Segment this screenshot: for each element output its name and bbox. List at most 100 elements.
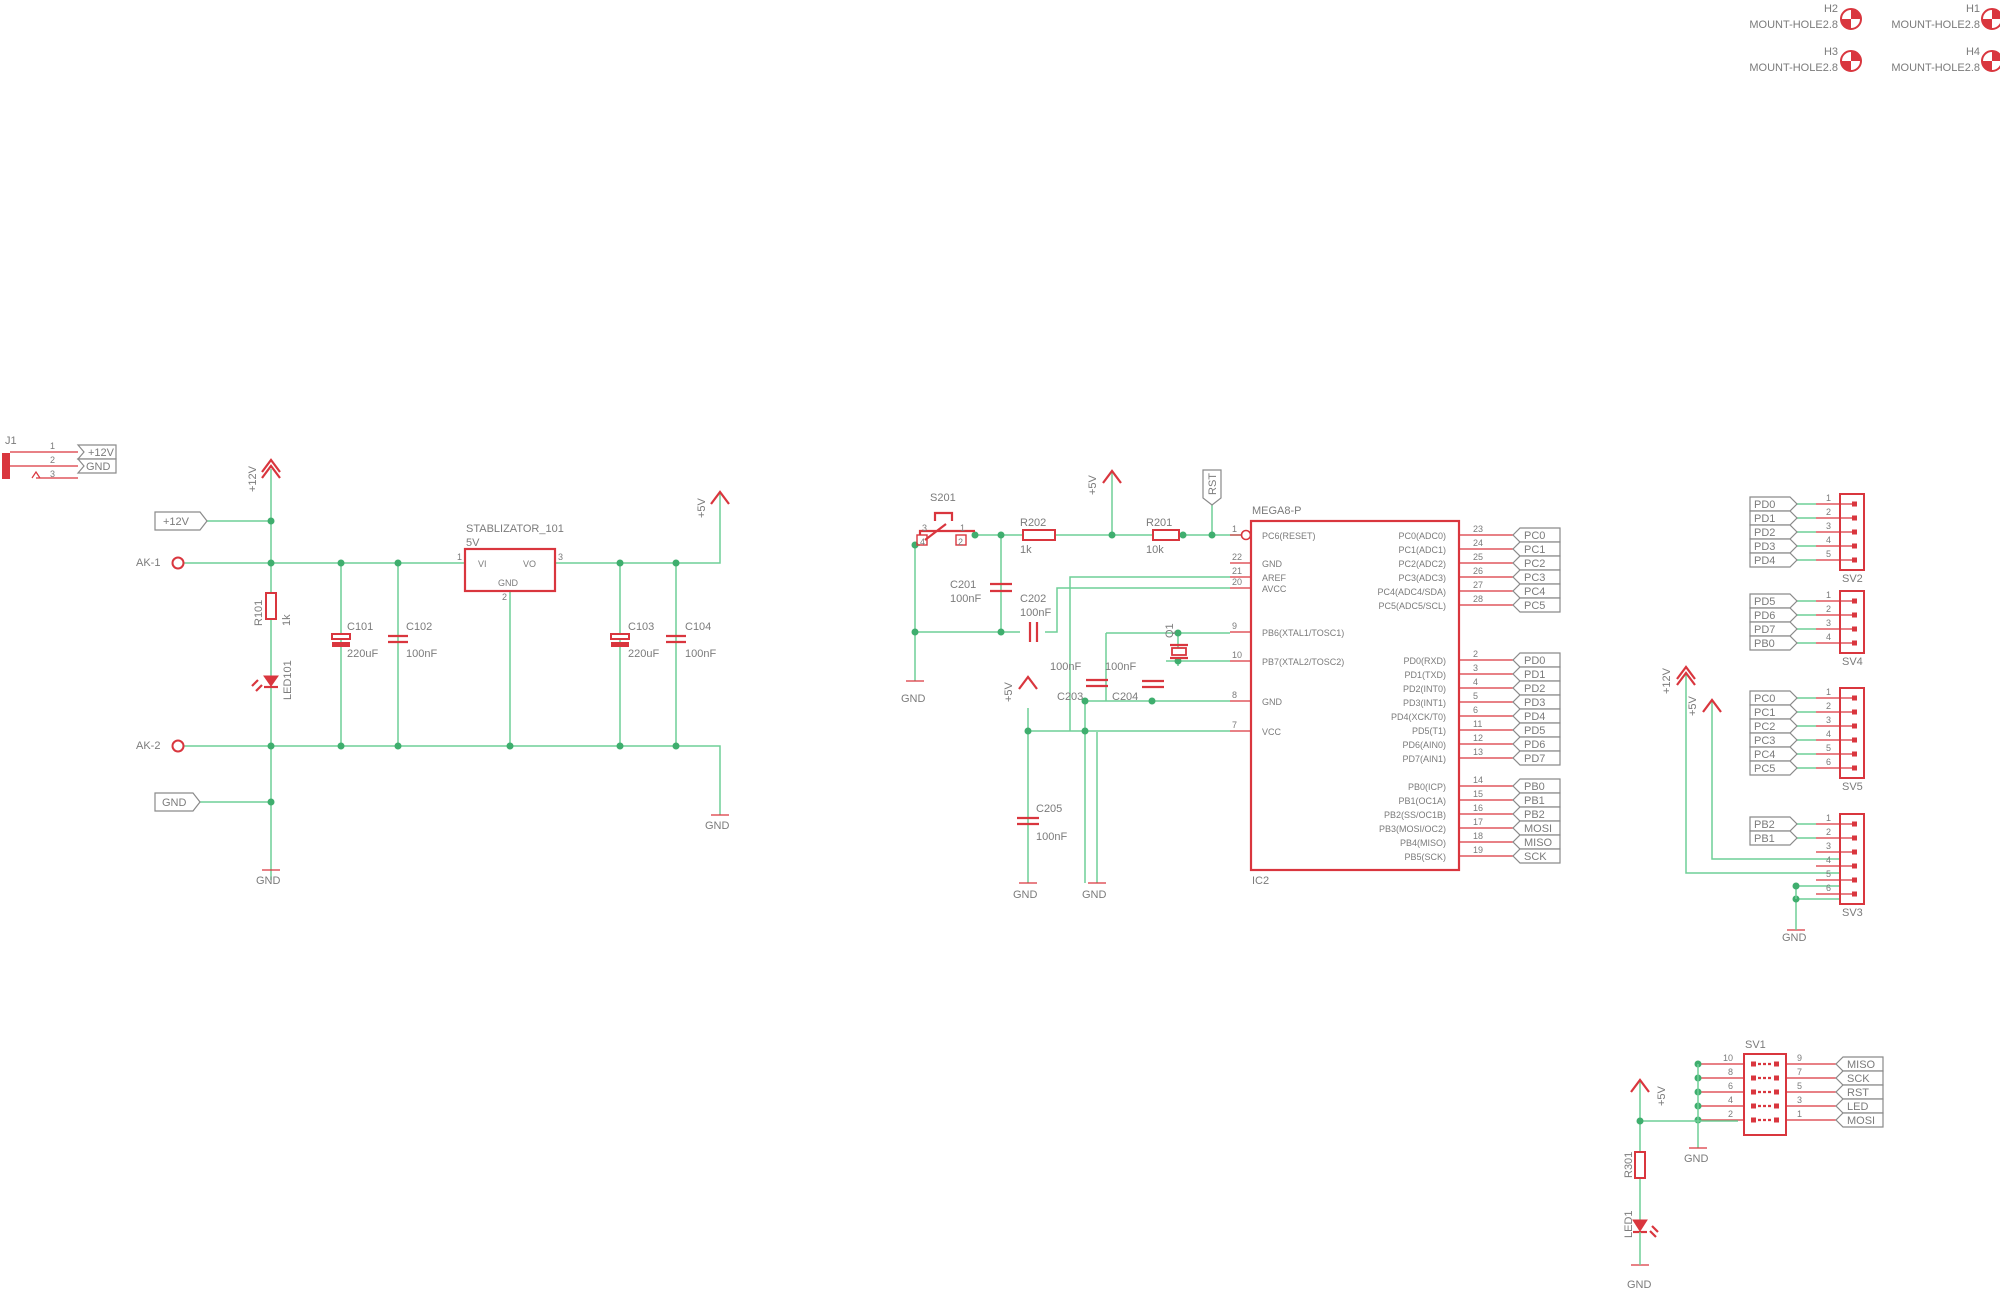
- header-pin-number: 4: [1826, 855, 1831, 865]
- ic2-pin-number: 5: [1473, 691, 1478, 701]
- net-label-text: PC1: [1524, 544, 1545, 556]
- s201-pin-number: 1: [960, 523, 965, 533]
- j1-pin-number: 3: [50, 469, 55, 479]
- net-label-pb1: [1749, 830, 1798, 846]
- ic2-pin-number: 13: [1473, 747, 1483, 757]
- mount-hole-value: MOUNT-HOLE2.8: [1749, 19, 1838, 31]
- ic2-pin-number: 23: [1473, 524, 1483, 534]
- net-label-text: PC2: [1524, 558, 1545, 570]
- r201-ref: R201: [1146, 517, 1172, 529]
- terminal-ak2: [171, 739, 185, 753]
- header-pin-number: 2: [1826, 604, 1831, 614]
- header-pin-number: 6: [1826, 757, 1831, 767]
- ic2-pin-name: PB2(SS/OC1B): [1384, 810, 1446, 820]
- c103-capacitor: C103 220uF: [610, 621, 659, 660]
- ic2-pin-name: PC0(ADC0): [1398, 531, 1446, 541]
- supply-label: +5V: [1087, 474, 1099, 495]
- net-label-text: PC1: [1754, 707, 1775, 719]
- ic2-pin-name: PC1(ADC1): [1398, 545, 1446, 555]
- c102-ref: C102: [406, 621, 432, 633]
- regulator-ref: STABLIZATOR_101: [466, 523, 564, 535]
- header-pin-number: 2: [1826, 507, 1831, 517]
- net-label-pd0: [1749, 496, 1798, 512]
- net-label-text: PB0: [1524, 781, 1545, 793]
- ic2-pin-name: PC4(ADC4/SDA): [1377, 587, 1446, 597]
- mount-hole-h1: H1 MOUNT-HOLE2.8: [1891, 3, 2000, 31]
- mount-hole-h4: H4 MOUNT-HOLE2.8: [1891, 46, 2000, 74]
- q1-crystal: Q1: [1164, 623, 1188, 660]
- net-label-pc1: [1749, 704, 1798, 720]
- regulator-pin-gnd: GND: [498, 578, 519, 588]
- header-pin-number: 4: [1826, 729, 1831, 739]
- net-label-text: PC0: [1754, 693, 1775, 705]
- ic2-pin-number: 25: [1473, 552, 1483, 562]
- supply-label: +5V: [1656, 1085, 1668, 1106]
- net-label-mosi: [1835, 1112, 1884, 1128]
- led101-ref: LED101: [282, 660, 294, 700]
- ic2-pin-name: GND: [1262, 559, 1283, 569]
- sv1-ref: SV1: [1745, 1039, 1766, 1051]
- net-label-text: MOSI: [1524, 823, 1552, 835]
- ic2-pin-number: 2: [1473, 649, 1478, 659]
- isp-pin-number: 5: [1797, 1081, 1802, 1091]
- net-label-text: PD3: [1524, 697, 1545, 709]
- supply-label: +5V: [1687, 695, 1699, 716]
- net-label-text: PB2: [1754, 819, 1775, 831]
- gnd-symbol-label: GND: [705, 820, 730, 832]
- net-label-pd3: [1749, 538, 1798, 554]
- header-pin-number: 4: [1826, 632, 1831, 642]
- isp-pin-number: 3: [1797, 1095, 1802, 1105]
- net-label-text: PD0: [1754, 499, 1775, 511]
- gnd-symbol-label: GND: [1782, 932, 1807, 944]
- ic2-mega8: MEGA8-P IC2 1PC6(RESET)22GND21AREF20AVCC…: [1230, 505, 1561, 887]
- net-label-text: PB0: [1754, 638, 1775, 650]
- net-label-text: PD7: [1524, 753, 1545, 765]
- net-label-text: LED: [1847, 1101, 1868, 1113]
- net-label-text: GND: [86, 461, 111, 473]
- net-label-text: PC3: [1524, 572, 1545, 584]
- gnd-symbol-label: GND: [256, 875, 281, 887]
- net-label-text: RST: [1847, 1087, 1869, 1099]
- ic2-pin-name: PD0(RXD): [1403, 656, 1446, 666]
- net-label-text: PD1: [1524, 669, 1545, 681]
- j1-pin-number: 1: [50, 441, 55, 451]
- ic2-body: [1249, 519, 1461, 872]
- net-label-text: MISO: [1524, 837, 1553, 849]
- ic2-pin-number: 14: [1473, 775, 1483, 785]
- net-label-text: PC4: [1754, 749, 1775, 761]
- net-label-text: RST: [1207, 473, 1219, 495]
- j1-ref: J1: [5, 435, 17, 447]
- r101-body: [265, 592, 277, 620]
- pin-headers: +12V +5V GND SV21PD02PD13PD24PD35PD4SV41…: [1661, 493, 1865, 944]
- c201-value: 100nF: [950, 593, 981, 605]
- header-pin-number: 4: [1826, 535, 1831, 545]
- ic2-pin-name: AREF: [1262, 573, 1287, 583]
- net-label-text: PB1: [1524, 795, 1545, 807]
- net-label-pd7: [1512, 750, 1561, 766]
- net-label-pc5: [1749, 760, 1798, 776]
- c204-ref: C204: [1112, 691, 1138, 703]
- net-label-gnd: [154, 792, 201, 812]
- ic2-pin-name: PD7(AIN1): [1402, 754, 1446, 764]
- j1-body: [2, 453, 10, 479]
- isp-pin-number: 10: [1723, 1053, 1733, 1063]
- ic2-pin-number: 15: [1473, 789, 1483, 799]
- gnd-symbol-label: GND: [1627, 1279, 1652, 1291]
- supply-5v-symbol: +5V: [696, 490, 730, 518]
- net-label-pd6: [1749, 607, 1798, 623]
- s201-switch: S201 3 1 4 2: [916, 492, 975, 547]
- c205-ref: C205: [1036, 803, 1062, 815]
- header-pin-number: 1: [1826, 493, 1831, 503]
- net-label-text: +12V: [163, 516, 190, 528]
- net-label-text: PD0: [1524, 655, 1545, 667]
- r202-ref: R202: [1020, 517, 1046, 529]
- ic2-pin-number: 21: [1232, 566, 1242, 576]
- header-pin-number: 5: [1826, 869, 1831, 879]
- ic2-pin-number: 17: [1473, 817, 1483, 827]
- ic2-pin-name: PB1(OC1A): [1398, 796, 1446, 806]
- isp-pin-number: 2: [1728, 1109, 1733, 1119]
- net-label-text: PC3: [1754, 735, 1775, 747]
- net-label-text: PD7: [1754, 624, 1775, 636]
- ic2-pin-number: 16: [1473, 803, 1483, 813]
- ic2-pin-name: PB5(SCK): [1404, 852, 1446, 862]
